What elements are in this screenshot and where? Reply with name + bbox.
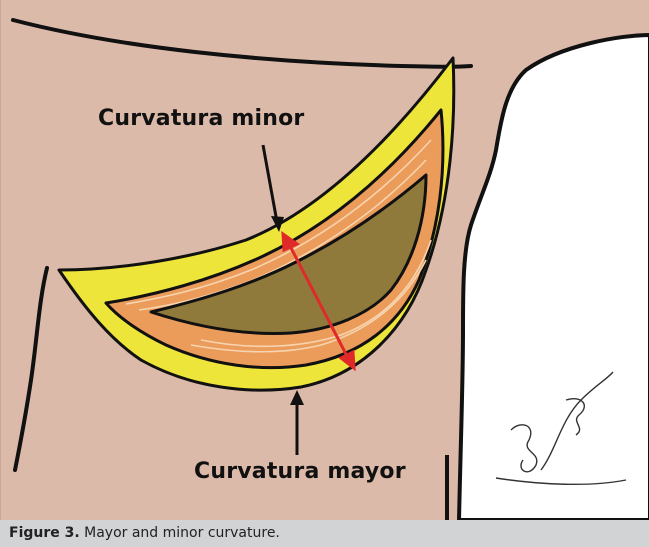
minor-curvature-pointer (263, 145, 284, 232)
caption-text: Mayor and minor curvature. (80, 525, 280, 541)
major-curvature-label: Curvatura mayor (194, 459, 406, 484)
figure-caption: Figure 3. Mayor and minor curvature. (9, 525, 280, 541)
caption-bar: Figure 3. Mayor and minor curvature. (0, 520, 649, 547)
upper-outline-line (13, 20, 471, 67)
left-outline-line (15, 268, 47, 470)
stomach-cross-section-drawing (1, 0, 649, 520)
major-curvature-pointer (290, 390, 304, 455)
figure-number: Figure 3. (9, 525, 80, 541)
minor-curvature-label: Curvatura minor (98, 106, 304, 131)
figure-illustration-area: Curvatura minor Curvatura mayor (0, 0, 649, 520)
